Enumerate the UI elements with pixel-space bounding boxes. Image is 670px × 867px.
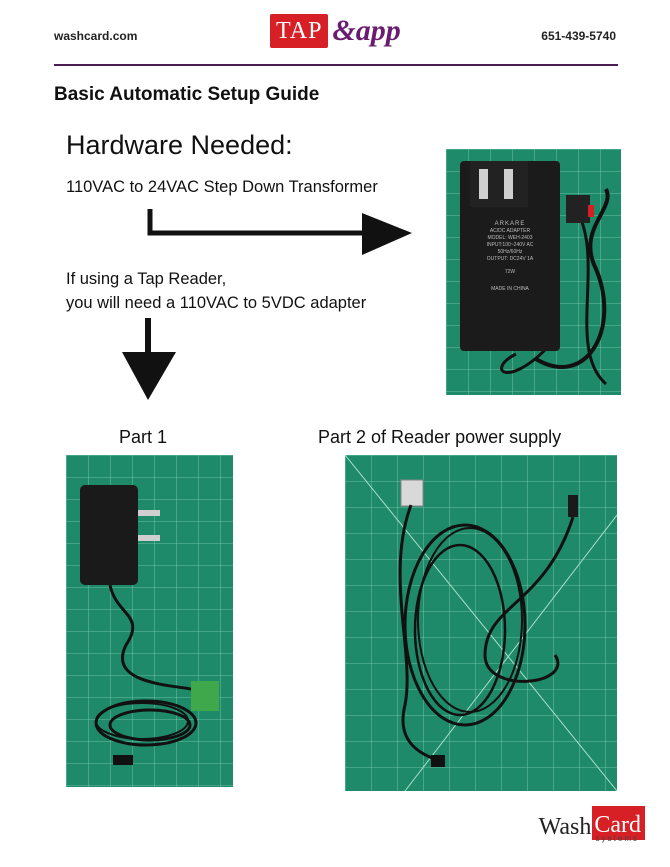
hardware-heading: Hardware Needed: xyxy=(66,130,293,160)
washcard-logo: Wash Card systems xyxy=(538,806,645,843)
logo-app-text: &app xyxy=(332,14,401,47)
adapter-line-5: OUTPUT: DC24V 1A xyxy=(486,256,534,262)
adapter-line-2: MODEL: WEH-2403 xyxy=(487,235,533,241)
washcard-logo-card: Card systems xyxy=(592,806,645,843)
header-divider xyxy=(54,64,618,66)
adapter-brand: ARKARE xyxy=(494,221,526,227)
phone-number: 651-439-5740 xyxy=(541,29,616,43)
tap-app-logo: TAP &app xyxy=(270,12,401,50)
adapter-line-4: 50Hz/60Hz xyxy=(497,249,523,255)
part-2-caption: Part 2 of Reader power supply xyxy=(318,427,562,447)
guide-title: Basic Automatic Setup Guide xyxy=(54,84,320,105)
adapter-line-3: INPUT:100~240V AC xyxy=(486,242,534,248)
arrow-right-icon xyxy=(147,209,412,255)
adapter-line-1: AC/DC ADAPTER xyxy=(489,228,531,234)
washcard-logo-systems: systems xyxy=(595,834,639,843)
adapter-line-7: MADE IN CHINA xyxy=(491,286,529,292)
adapter-line-6: 72W xyxy=(504,269,516,275)
part-1-caption: Part 1 xyxy=(119,427,168,447)
site-url: washcard.com xyxy=(54,29,138,43)
reader-note-line-1: If using a Tap Reader, xyxy=(66,270,227,288)
arrow-down-icon xyxy=(122,318,176,400)
reader-adapter-note: If using a Tap Reader, you will need a 1… xyxy=(66,267,366,315)
logo-tap-text: TAP xyxy=(270,14,329,48)
reader-note-line-2: you will need a 110VAC to 5VDC adapter xyxy=(66,294,367,312)
transformer-photo: ARKARE AC/DC ADAPTER MODEL: WEH-2403 INP… xyxy=(446,149,621,395)
part-2-photo xyxy=(345,455,617,791)
washcard-logo-card-text: Card xyxy=(594,812,641,838)
washcard-logo-wash: Wash xyxy=(538,814,592,840)
transformer-description: 110VAC to 24VAC Step Down Transformer xyxy=(66,178,378,196)
adapter-label: ARKARE AC/DC ADAPTER MODEL: WEH-2403 INP… xyxy=(472,221,548,293)
part-1-photo xyxy=(66,455,233,787)
